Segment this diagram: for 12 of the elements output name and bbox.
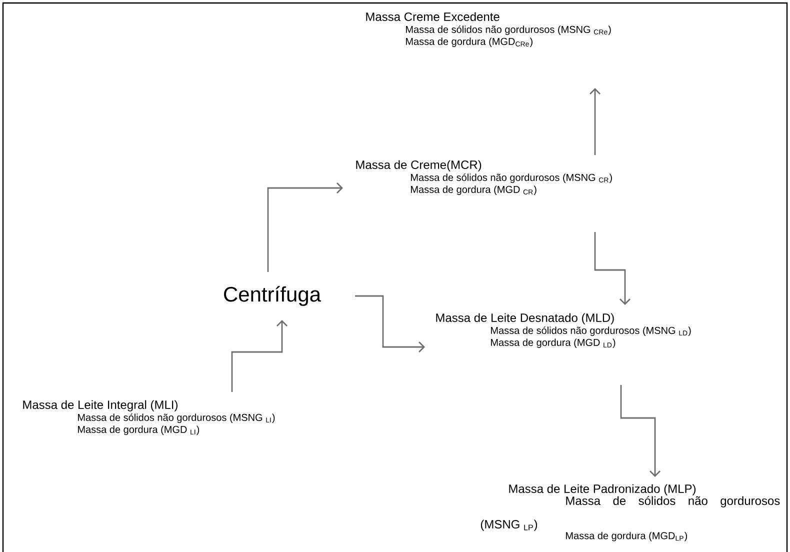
arrow [231, 320, 288, 392]
stream-label: Massa de Creme(MCR) Massa de sólidos não gordurosos (MSNG $_{CR}$) Massa de gordura (MGD $_{CR}$) [356, 160, 612, 195]
stream-label: Massa de Leite Padronizado (MLP) Massa de sólidos não gordurosos (MSNG $_{LP}$) Massa de gordura (MGD$_{LP}$) [480, 484, 780, 542]
stream-label: Massa Creme Excedente Massa de sólidos não gordurosos (MSNG $_{CRe}$) Massa de gordura (MGD$_{CRe}$) [366, 12, 611, 47]
process-label: Centrífuga [224, 286, 322, 306]
stream-label: Massa de Leite Desnatado (MLD) Massa de sólidos não gordurosos (MSNG $_{LD}$) Massa de gordura (MGD $_{LD}$) [436, 313, 691, 348]
arrow [355, 295, 425, 352]
arrow [590, 88, 600, 155]
arrow [267, 182, 343, 272]
stream-label: Massa de Leite Integral (MLI) Massa de sólidos não gordurosos (MSNG $_{LI}$) Massa de gordura (MGD $_{LI}$) [23, 400, 275, 435]
arrow [594, 232, 630, 305]
arrow [620, 385, 660, 477]
